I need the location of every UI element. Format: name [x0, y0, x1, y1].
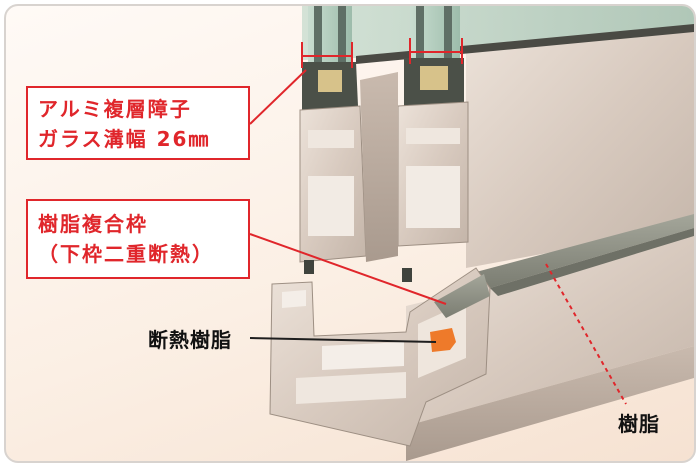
thermal-resin-label: 断熱樹脂	[148, 328, 232, 352]
sash-face-back	[466, 26, 694, 268]
glass-pane-back	[302, 6, 694, 60]
resin-label: 樹脂	[618, 412, 660, 436]
resin-frame-profile	[434, 274, 490, 318]
callout-glass-line1: アルミ複層障子	[38, 97, 192, 121]
thermal-resin-block	[430, 328, 456, 352]
illustration-frame: アルミ複層障子 ガラス溝幅 26㎜ 樹脂複合枠 （下枠二重断熱） 断熱樹脂 樹脂	[4, 4, 696, 463]
window-frame-cross-section	[249, 6, 694, 461]
lower-frame-face	[406, 236, 694, 426]
callout-frame-line1: 樹脂複合枠	[38, 212, 148, 236]
desiccant-left	[318, 70, 342, 92]
glass-groove-callout: アルミ複層障子 ガラス溝幅 26㎜	[26, 86, 250, 160]
callout-frame-line2: （下枠二重断熱）	[38, 242, 214, 266]
resin-sill-strip	[476, 214, 694, 288]
resin-composite-frame-callout: 樹脂複合枠 （下枠二重断熱）	[26, 199, 250, 279]
desiccant-right	[420, 66, 448, 90]
callout-glass-line2: ガラス溝幅 26㎜	[38, 127, 211, 151]
